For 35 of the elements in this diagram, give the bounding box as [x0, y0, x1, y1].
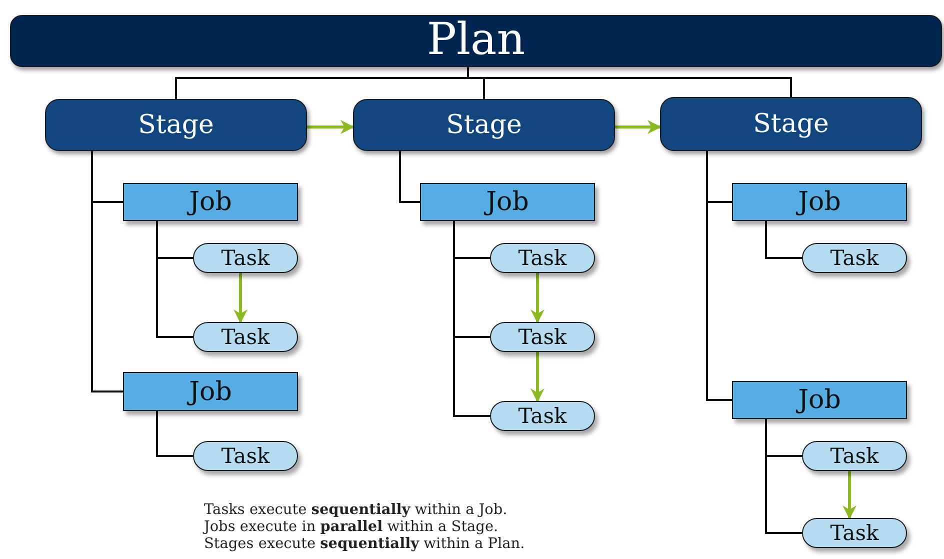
note-text: Jobs execute in parallel within a Stage. [204, 518, 498, 536]
stage-box: Stage [45, 99, 307, 151]
connector-line [156, 221, 193, 338]
task-pill: Task [802, 243, 907, 273]
stage-box: Stage [660, 97, 922, 151]
note-text: Tasks execute sequentially within a Job. [204, 501, 508, 519]
plan-bar: Plan [10, 15, 942, 67]
job-box: Job [420, 183, 595, 221]
connector-line [156, 411, 193, 457]
arrow [615, 120, 662, 134]
arrow [842, 471, 856, 520]
arrow [307, 120, 354, 134]
task-pill: Task [193, 441, 298, 471]
connector-line [453, 221, 490, 417]
connector-line [91, 151, 123, 392]
connector-line [765, 221, 802, 259]
connector-line [467, 67, 792, 97]
note-text: Stages execute sequentially within a Plan. [204, 535, 525, 553]
task-pill: Task [193, 322, 298, 352]
task-pill: Task [490, 401, 595, 431]
connector-line [399, 151, 420, 203]
task-pill: Task [802, 518, 907, 548]
task-pill: Task [490, 243, 595, 273]
connector-line [706, 151, 732, 401]
arrow [530, 273, 544, 324]
task-pill: Task [802, 441, 907, 471]
arrow [530, 352, 544, 402]
task-pill: Task [490, 322, 595, 352]
job-box: Job [732, 183, 907, 221]
job-box: Job [732, 381, 907, 419]
job-box: Job [123, 372, 298, 411]
stage-box: Stage [353, 99, 615, 151]
arrow [234, 273, 248, 324]
job-box: Job [123, 183, 298, 221]
task-pill: Task [193, 243, 298, 273]
